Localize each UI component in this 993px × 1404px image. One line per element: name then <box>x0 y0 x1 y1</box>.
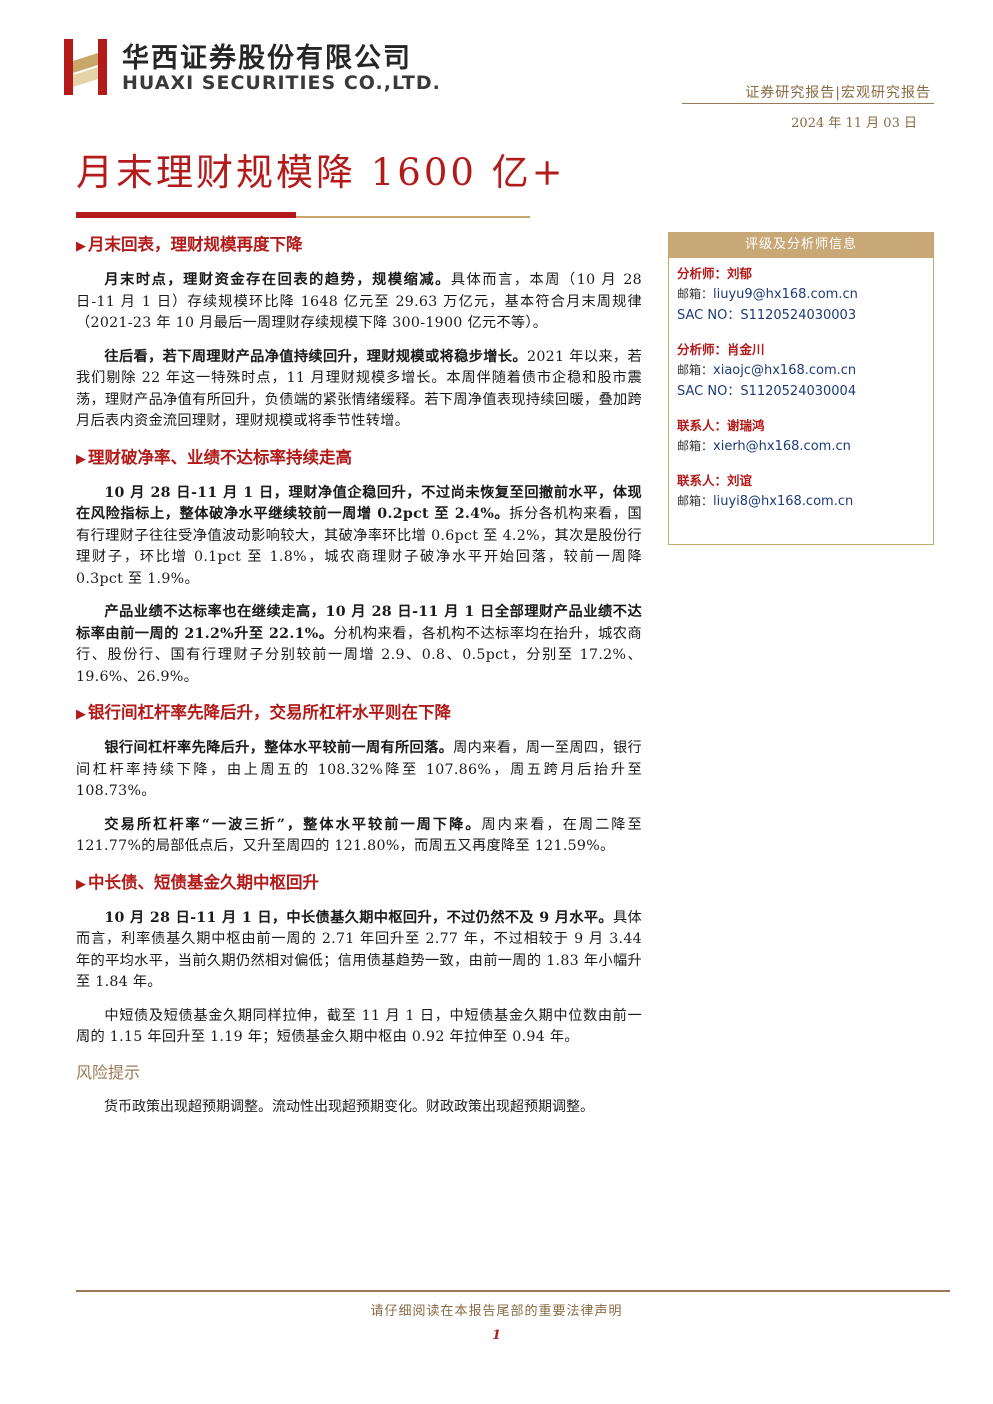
analyst-info-panel: 评级及分析师信息 分析师：刘郁 邮箱：liuyu9@hx168.com.cn S… <box>668 232 934 545</box>
report-type: 证券研究报告|宏观研究报告 <box>745 85 931 101</box>
paragraph: 往后看，若下周理财产品净值持续回升，理财规模或将稳步增长。2021 年以来，若我… <box>76 348 642 430</box>
page-number: 1 <box>491 1328 502 1343</box>
company-name-cn: 华西证券股份有限公司 <box>122 43 412 74</box>
analyst-sac: SAC NO：S1120524030004 <box>677 384 857 399</box>
paragraph: 10 月 28 日-11 月 1 日，中长债基久期中枢回升，不过仍然不及 9 月… <box>76 909 642 991</box>
risk-text: 货币政策出现超预期调整。流动性出现超预期变化。财政政策出现超预期调整。 <box>104 1098 594 1115</box>
paragraph: 产品业绩不达标率也在继续走高，10 月 28 日-11 月 1 日全部理财产品业… <box>76 604 642 685</box>
analyst-email[interactable]: 邮箱：xiaojc@hx168.com.cn <box>677 363 857 378</box>
footer-divider <box>76 1290 950 1292</box>
triangle-bullet-icon: ▶ <box>76 239 86 254</box>
section-heading: ▶理财破净率、业绩不达标率持续走高 <box>76 447 352 467</box>
section-heading: ▶月末回表，理财规模再度下降 <box>76 235 303 254</box>
title-underline-red <box>76 212 296 218</box>
risk-title: 风险提示 <box>76 1062 141 1082</box>
contact-email[interactable]: 邮箱：liuyi8@hx168.com.cn <box>677 494 854 509</box>
paragraph: 10 月 28 日-11 月 1 日，理财净值企稳回升，不过尚未恢复至回撤前水平… <box>76 484 643 587</box>
main-content: ▶月末回表，理财规模再度下降 月末时点，理财资金存在回表的趋势，规模缩减。具体而… <box>76 232 642 1119</box>
analyst-card: 分析师：刘郁 邮箱：liuyu9@hx168.com.cn SAC NO：S11… <box>677 264 925 326</box>
paragraph: 月末时点，理财资金存在回表的趋势，规模缩减。具体而言，本周（10 月 28 日-… <box>76 272 642 331</box>
paragraph: 中短债及短债基金久期同样拉伸，截至 11 月 1 日，中短债基金久期中位数由前一… <box>76 1007 642 1046</box>
company-logo-icon <box>60 35 116 99</box>
page-title: 月末理财规模降 1600 亿+ <box>76 151 566 194</box>
title-underline-gold <box>296 216 530 218</box>
section-1: ▶月末回表，理财规模再度下降 月末时点，理财资金存在回表的趋势，规模缩减。具体而… <box>76 232 642 433</box>
report-date: 2024 年 11 月 03 日 <box>791 116 917 131</box>
triangle-bullet-icon: ▶ <box>76 876 86 892</box>
triangle-bullet-icon: ▶ <box>76 451 86 467</box>
legal-notice: 请仔细阅读在本报告尾部的重要法律声明 <box>370 1304 623 1319</box>
paragraph: 银行间杠杆率先降后升，整体水平较前一周有所回落。周内来看，周一至周四，银行间杠杆… <box>76 740 642 799</box>
section-2: ▶理财破净率、业绩不达标率持续走高 10 月 28 日-11 月 1 日，理财净… <box>76 445 642 689</box>
section-3: ▶银行间杠杆率先降后升，交易所杠杆水平则在下降 银行间杠杆率先降后升，整体水平较… <box>76 700 642 858</box>
section-heading: ▶银行间杠杆率先降后升，交易所杠杆水平则在下降 <box>76 703 451 722</box>
analyst-email[interactable]: 邮箱：liuyu9@hx168.com.cn <box>677 287 858 302</box>
contact-card: 联系人：刘谊 邮箱：liuyi8@hx168.com.cn <box>677 471 925 512</box>
analyst-card: 分析师：肖金川 邮箱：xiaojc@hx168.com.cn SAC NO：S1… <box>677 340 925 402</box>
section-heading: ▶中长债、短债基金久期中枢回升 <box>76 872 319 892</box>
paragraph: 交易所杠杆率“一波三折”，整体水平较前一周下降。周内来看，在周二降至 121.7… <box>76 816 642 855</box>
contact-name: 联系人：谢瑞鸿 <box>677 418 765 433</box>
contact-email[interactable]: 邮箱：xierh@hx168.com.cn <box>677 439 851 454</box>
header-divider <box>682 103 934 104</box>
analyst-name: 分析师：刘郁 <box>677 266 753 281</box>
triangle-bullet-icon: ▶ <box>76 707 86 722</box>
analyst-name: 分析师：肖金川 <box>677 342 765 357</box>
risk-section: 风险提示 货币政策出现超预期调整。流动性出现超预期变化。财政政策出现超预期调整。 <box>76 1061 642 1119</box>
company-name-en: HUAXI SECURITIES CO.,LTD. <box>122 72 441 94</box>
analyst-panel-title: 评级及分析师信息 <box>669 232 933 258</box>
analyst-sac: SAC NO：S1120524030003 <box>677 308 857 323</box>
contact-name: 联系人：刘谊 <box>677 473 753 488</box>
contact-card: 联系人：谢瑞鸿 邮箱：xierh@hx168.com.cn <box>677 416 925 457</box>
section-4: ▶中长债、短债基金久期中枢回升 10 月 28 日-11 月 1 日，中长债基久… <box>76 870 642 1049</box>
